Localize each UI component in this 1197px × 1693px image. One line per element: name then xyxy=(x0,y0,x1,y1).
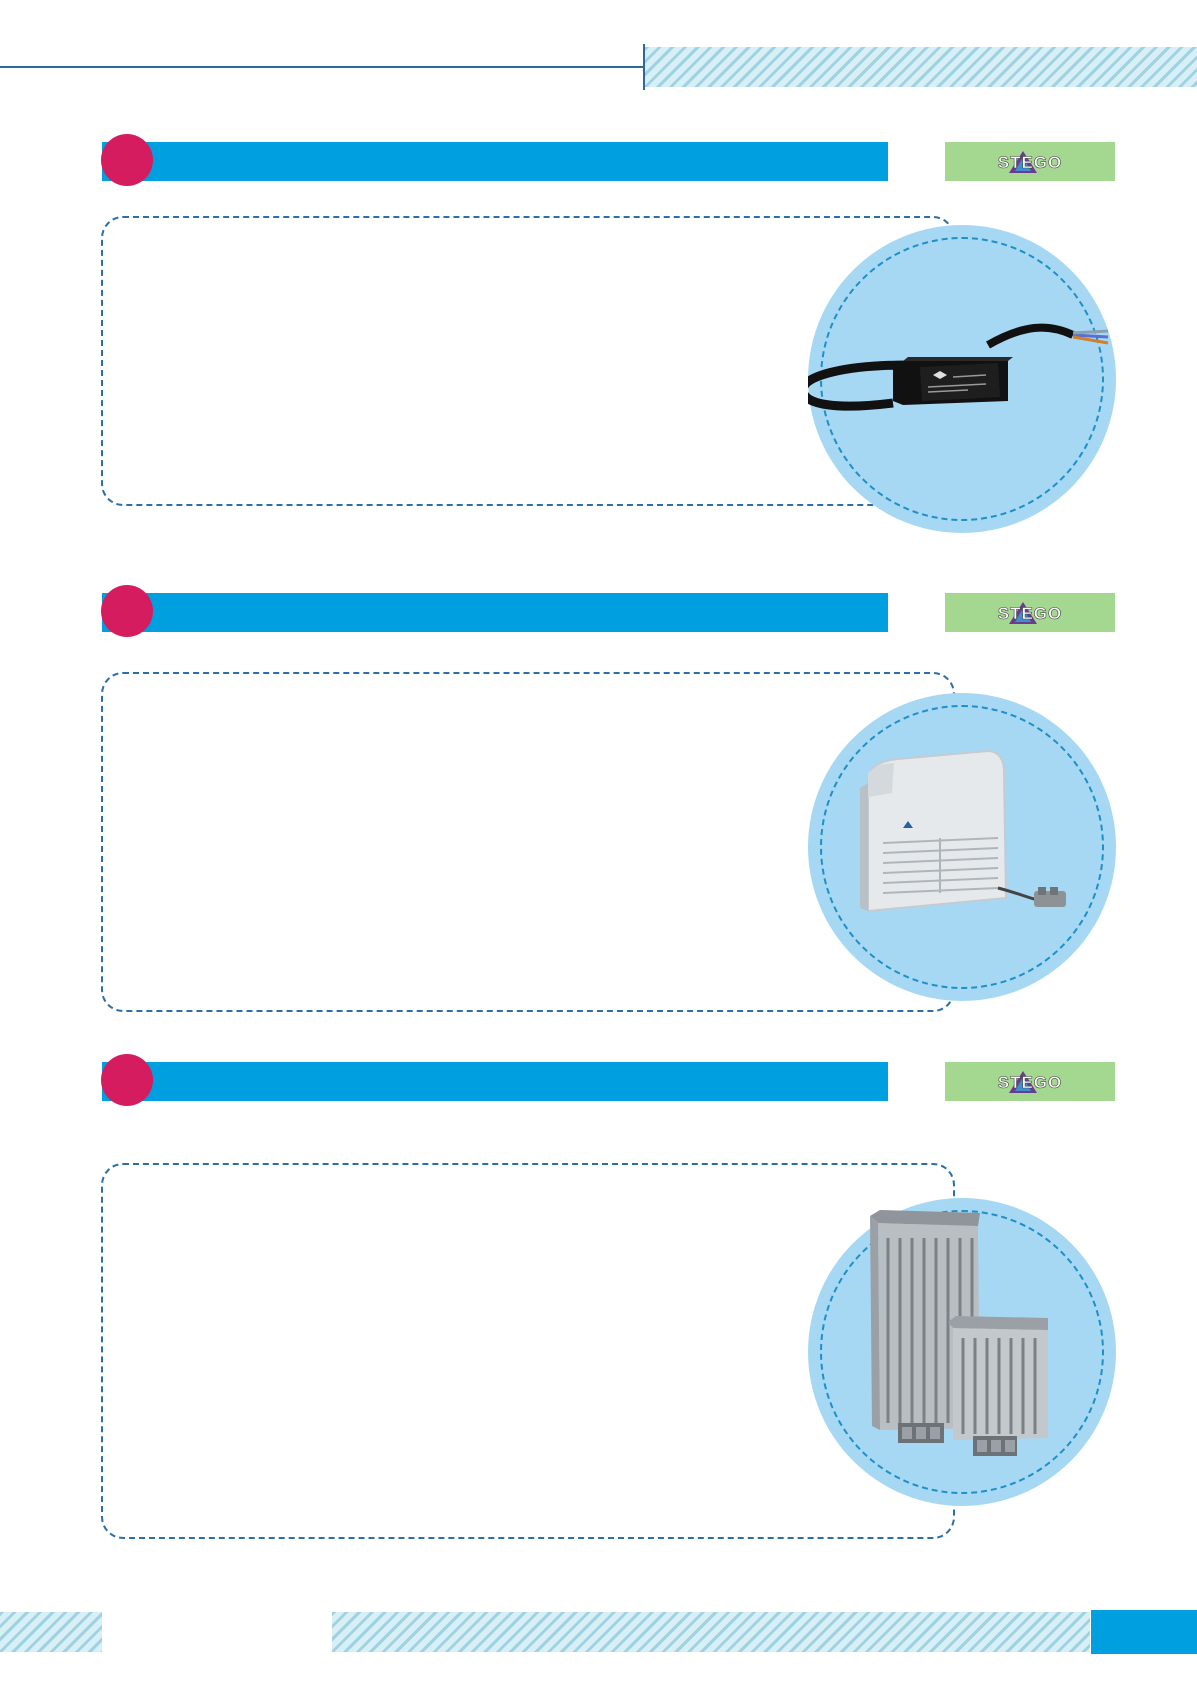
stego-logo-mark: STEGO xyxy=(997,1070,1063,1093)
top-rule-divider xyxy=(643,44,645,90)
section-dot xyxy=(101,585,153,637)
footer-hatch-right xyxy=(332,1612,1090,1652)
stego-logo: STEGO xyxy=(945,593,1115,632)
stego-logo-mark: STEGO xyxy=(997,601,1063,624)
logo-text: STEGO xyxy=(998,1073,1063,1092)
section-dot xyxy=(101,134,153,186)
photo-ring xyxy=(820,1210,1104,1494)
stego-logo: STEGO xyxy=(945,1062,1115,1101)
product-photo xyxy=(808,693,1116,1001)
footer-hatch-left xyxy=(0,1612,102,1652)
logo-text: STEGO xyxy=(998,153,1063,172)
section-dot xyxy=(101,1054,153,1106)
page-number-box xyxy=(1091,1610,1197,1654)
heater-with-cable-icon xyxy=(808,323,1109,411)
top-hatch-band xyxy=(645,47,1197,87)
fan-heater-icon xyxy=(860,749,1066,913)
stego-logo: STEGO xyxy=(945,142,1115,181)
product-photo xyxy=(808,225,1116,533)
section-title-bar xyxy=(102,142,888,181)
photo-ring xyxy=(820,705,1104,989)
product-photo xyxy=(808,1198,1116,1506)
stego-logo-mark: STEGO xyxy=(997,150,1063,173)
section-title-bar xyxy=(102,593,888,632)
top-rule xyxy=(0,66,644,68)
profile-heaters-icon xyxy=(870,1210,1048,1456)
section-title-bar xyxy=(102,1062,888,1101)
logo-text: STEGO xyxy=(998,604,1063,623)
